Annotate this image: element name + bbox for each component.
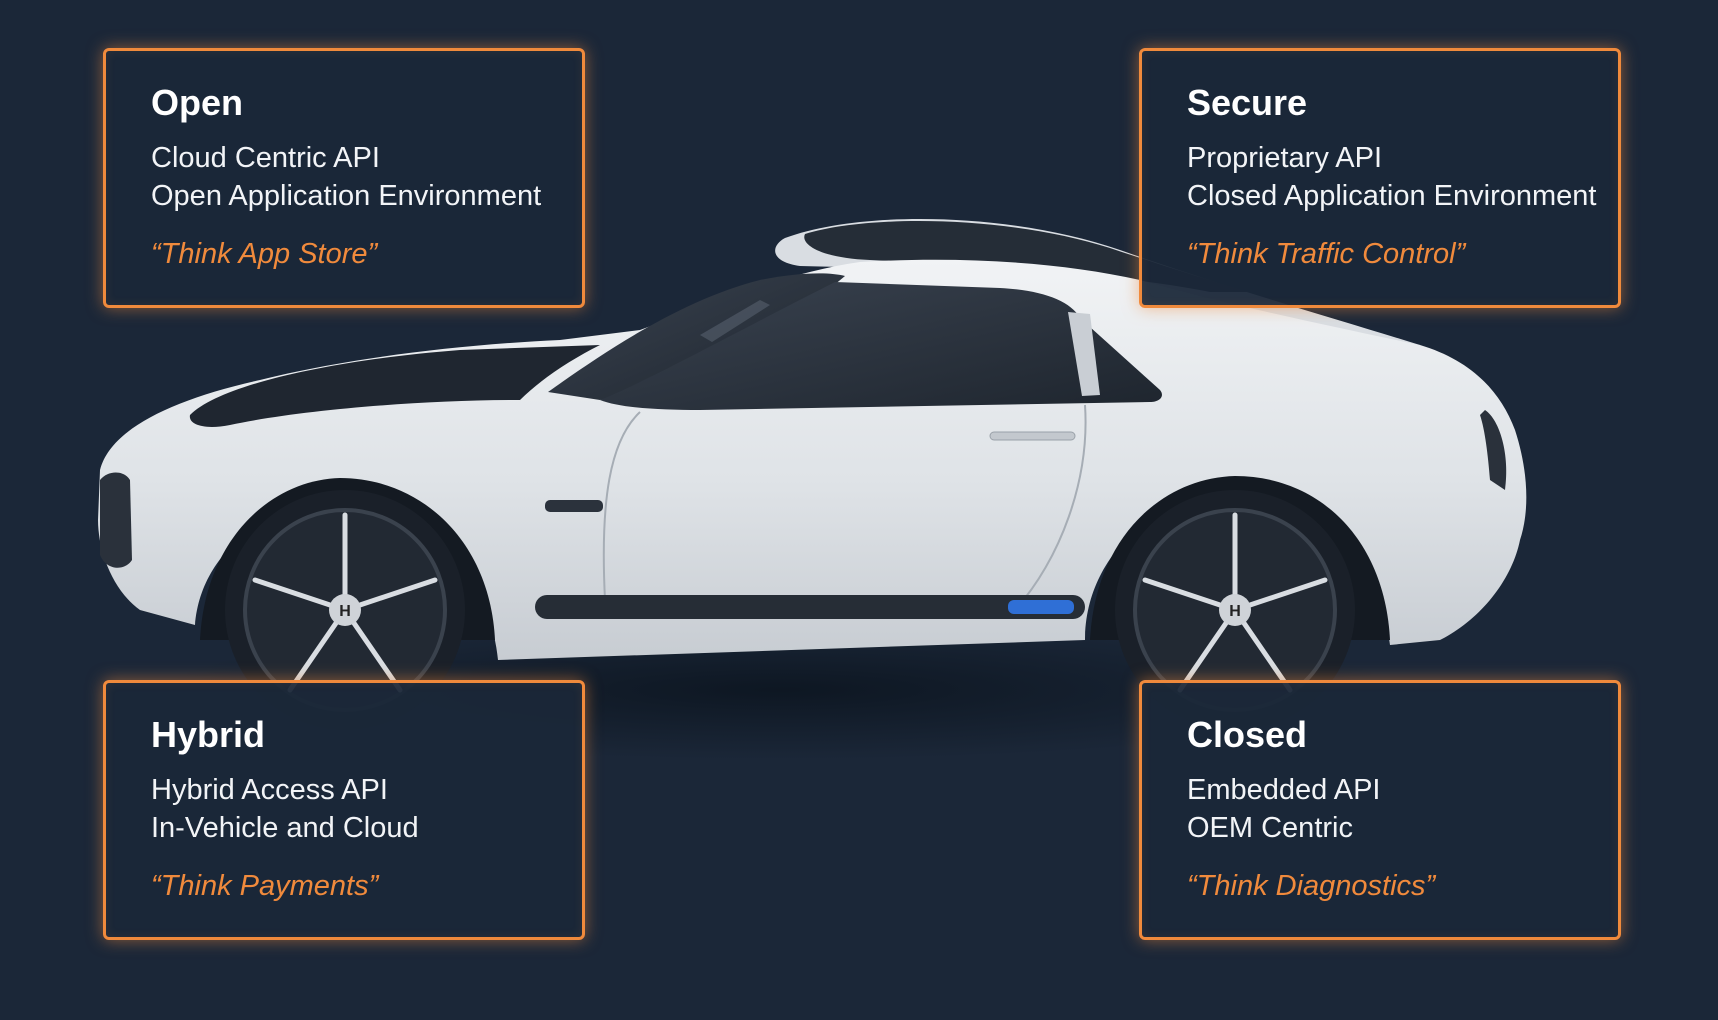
car-windshield bbox=[548, 273, 845, 400]
quadrant-quote: “Think App Store” bbox=[151, 238, 378, 270]
quadrant-line: In-Vehicle and Cloud bbox=[151, 812, 419, 844]
quadrant-title: Open bbox=[151, 82, 244, 123]
quadrant-quote: “Think Payments” bbox=[151, 870, 379, 902]
rear-wheel: H bbox=[1115, 490, 1355, 730]
quadrant-secure: Secure Proprietary API Closed Applicatio… bbox=[1139, 48, 1621, 308]
honda-logo-icon: H bbox=[339, 603, 351, 620]
charge-indicator bbox=[1008, 600, 1074, 614]
window-pillar bbox=[1068, 312, 1100, 396]
quadrant-line: Closed Application Environment bbox=[1187, 180, 1597, 212]
honda-logo-icon: H bbox=[1229, 603, 1241, 620]
quadrant-line: Proprietary API bbox=[1187, 142, 1383, 174]
quadrant-closed: Closed Embedded API OEM Centric “Think D… bbox=[1139, 680, 1621, 940]
door-seam bbox=[602, 404, 1087, 611]
quadrant-line: Embedded API bbox=[1187, 774, 1381, 806]
quadrant-title: Hybrid bbox=[151, 714, 266, 755]
quadrant-line: Hybrid Access API bbox=[151, 774, 388, 806]
hood-stripe bbox=[189, 345, 601, 427]
front-door-handle bbox=[545, 500, 603, 512]
quadrant-line: Cloud Centric API bbox=[151, 142, 380, 174]
quadrant-open: Open Cloud Centric API Open Application … bbox=[103, 48, 585, 308]
window-reflection bbox=[700, 300, 770, 342]
quadrant-quote: “Think Diagnostics” bbox=[1187, 870, 1436, 902]
car-side-window bbox=[600, 282, 1162, 410]
front-wheel: H bbox=[225, 490, 465, 730]
quadrant-hybrid: Hybrid Hybrid Access API In-Vehicle and … bbox=[103, 680, 585, 940]
side-skirt bbox=[535, 595, 1085, 619]
quadrant-line: Open Application Environment bbox=[151, 180, 542, 212]
roof-top-glass bbox=[804, 221, 1250, 292]
quadrant-line: OEM Centric bbox=[1187, 812, 1353, 844]
front-grille bbox=[100, 472, 132, 568]
quadrant-quote: “Think Traffic Control” bbox=[1187, 238, 1466, 270]
quadrant-title: Secure bbox=[1187, 82, 1308, 123]
door-handle bbox=[989, 431, 1076, 441]
quadrant-title: Closed bbox=[1187, 714, 1308, 755]
rear-light bbox=[1480, 410, 1507, 490]
